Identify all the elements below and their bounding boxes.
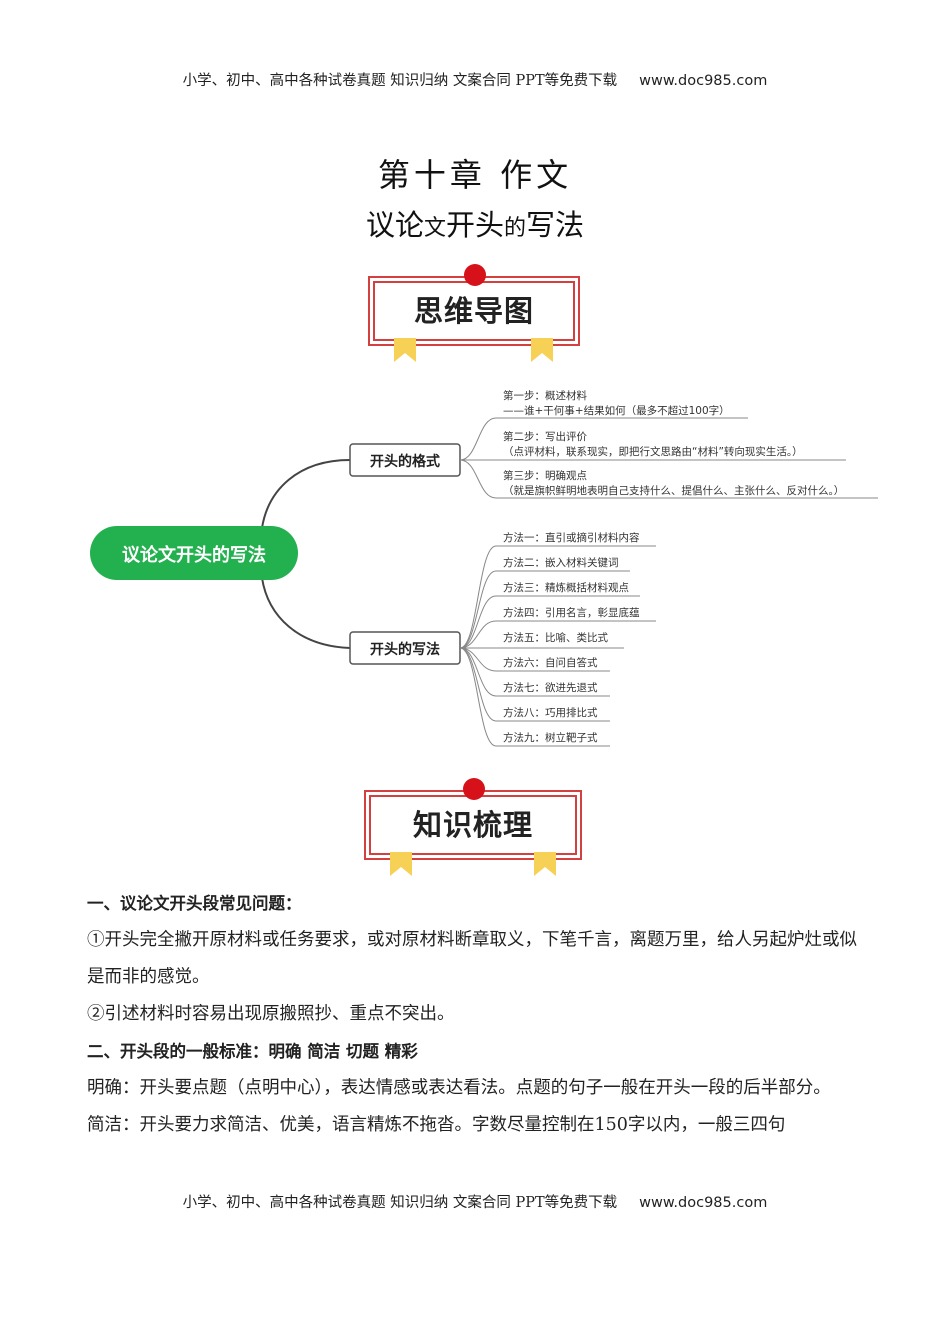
leaf-line-method3: [459, 595, 640, 649]
mindmap-diagram: 议论文开头的写法 开头的格式 开头的写法 第一步：概述材料 ——谁+干何事+结果…: [90, 389, 878, 747]
method-8: 方法八：巧用排比式: [503, 706, 598, 719]
banner-frame: [364, 790, 582, 860]
ribbon-right-icon: [534, 852, 556, 876]
step2-detail: （点评材料，联系现实，即把行文思路由“材料”转向现实生活。）: [503, 445, 803, 458]
ribbon-left-icon: [390, 852, 412, 876]
footer-text: 小学、初中、高中各种试卷真题 知识归纳 文案合同 PPT等免费下载: [182, 1195, 618, 1211]
step3-detail: （就是旗帜鲜明地表明自己支持什么、提倡什么、主张什么、反对什么。）: [503, 484, 844, 497]
leaf-line-method4: [459, 620, 656, 649]
section-2-point-1: 明确：开头要点题（点明中心），表达情感或表达看法。点题的句子一般在开头一段的后半…: [87, 1078, 831, 1098]
leaf-line-step3: [459, 459, 878, 499]
banner-dot: [463, 778, 485, 800]
method-6: 方法六：自问自答式: [503, 656, 598, 669]
leaf-line-step1: [459, 417, 748, 461]
step1-detail: ——谁+干何事+结果如何（最多不超过100字）: [503, 404, 730, 417]
knowledge-banner: 知识梳理: [364, 778, 582, 876]
page-footer: 小学、初中、高中各种试卷真题 知识归纳 文案合同 PPT等免费下载 www.doc…: [0, 1191, 950, 1212]
banner-dot: [464, 264, 486, 286]
connector-branch2: [261, 577, 351, 649]
leaf-line-method9: [459, 647, 610, 747]
title-part-2: 文: [423, 216, 446, 241]
branch-format-label: 开头的格式: [370, 453, 440, 470]
header-site[interactable]: www.doc985.com: [639, 73, 768, 89]
section-1-point-2: ②引述材料时容易出现原搬照抄、重点不突出。: [87, 1004, 455, 1024]
branch-methods-label: 开头的写法: [370, 641, 440, 658]
page-title: 议论文开头的写法: [0, 202, 950, 244]
method-7: 方法七：欲进先退式: [503, 681, 598, 694]
title-part-5: 写法: [526, 208, 585, 242]
section-2-point-2: 简洁：开头要力求简洁、优美，语言精炼不拖沓。字数尽量控制在150字以内，一般三四…: [87, 1115, 786, 1135]
mindmap-banner: 思维导图: [368, 264, 580, 362]
method-1: 方法一：直引或摘引材料内容: [503, 531, 640, 544]
footer-site[interactable]: www.doc985.com: [639, 1195, 768, 1211]
leaf-line-method2: [459, 570, 630, 649]
section-1-heading: 一、议论文开头段常见问题：: [87, 894, 302, 913]
method-5: 方法五：比喻、类比式: [503, 631, 608, 644]
step2-title: 第二步：写出评价: [503, 430, 587, 443]
connector-branch1: [261, 459, 351, 529]
method-9: 方法九：树立靶子式: [503, 731, 598, 744]
root-label: 议论文开头的写法: [122, 544, 266, 566]
banner-title: 知识梳理: [412, 808, 533, 842]
ribbon-left-icon: [394, 338, 416, 362]
header-text: 小学、初中、高中各种试卷真题 知识归纳 文案合同 PPT等免费下载: [182, 73, 618, 89]
title-part-3: 开头: [445, 208, 504, 242]
banner-title: 思维导图: [413, 294, 534, 328]
leaf-line-method6: [459, 647, 610, 672]
title-part-1: 议论: [365, 208, 424, 242]
step3-title: 第三步：明确观点: [503, 469, 587, 482]
root-node: [90, 526, 298, 580]
method-2: 方法二：嵌入材料关键词: [503, 556, 619, 569]
chapter-title: 第十章 作文: [377, 156, 573, 194]
leaf-line-method1: [459, 545, 656, 649]
page-header: 小学、初中、高中各种试卷真题 知识归纳 文案合同 PPT等免费下载 www.doc…: [0, 69, 950, 90]
article-body: 一、议论文开头段常见问题： ①开头完全撇开原材料或任务要求，或对原材料断章取义，…: [87, 885, 867, 1144]
leaf-line-method7: [459, 647, 610, 697]
section-1-point-1: ①开头完全撇开原材料或任务要求，或对原材料断章取义，下笔千言，离题万里，给人另起…: [87, 930, 857, 987]
title-part-4: 的: [504, 216, 527, 241]
section-2-heading: 二、开头段的一般标准：明确 简洁 切题 精彩: [87, 1042, 418, 1061]
method-3: 方法三：精炼概括材料观点: [503, 581, 629, 594]
method-4: 方法四：引用名言，彰显底蕴: [503, 606, 640, 619]
ribbon-right-icon: [531, 338, 553, 362]
step1-title: 第一步：概述材料: [503, 389, 587, 402]
